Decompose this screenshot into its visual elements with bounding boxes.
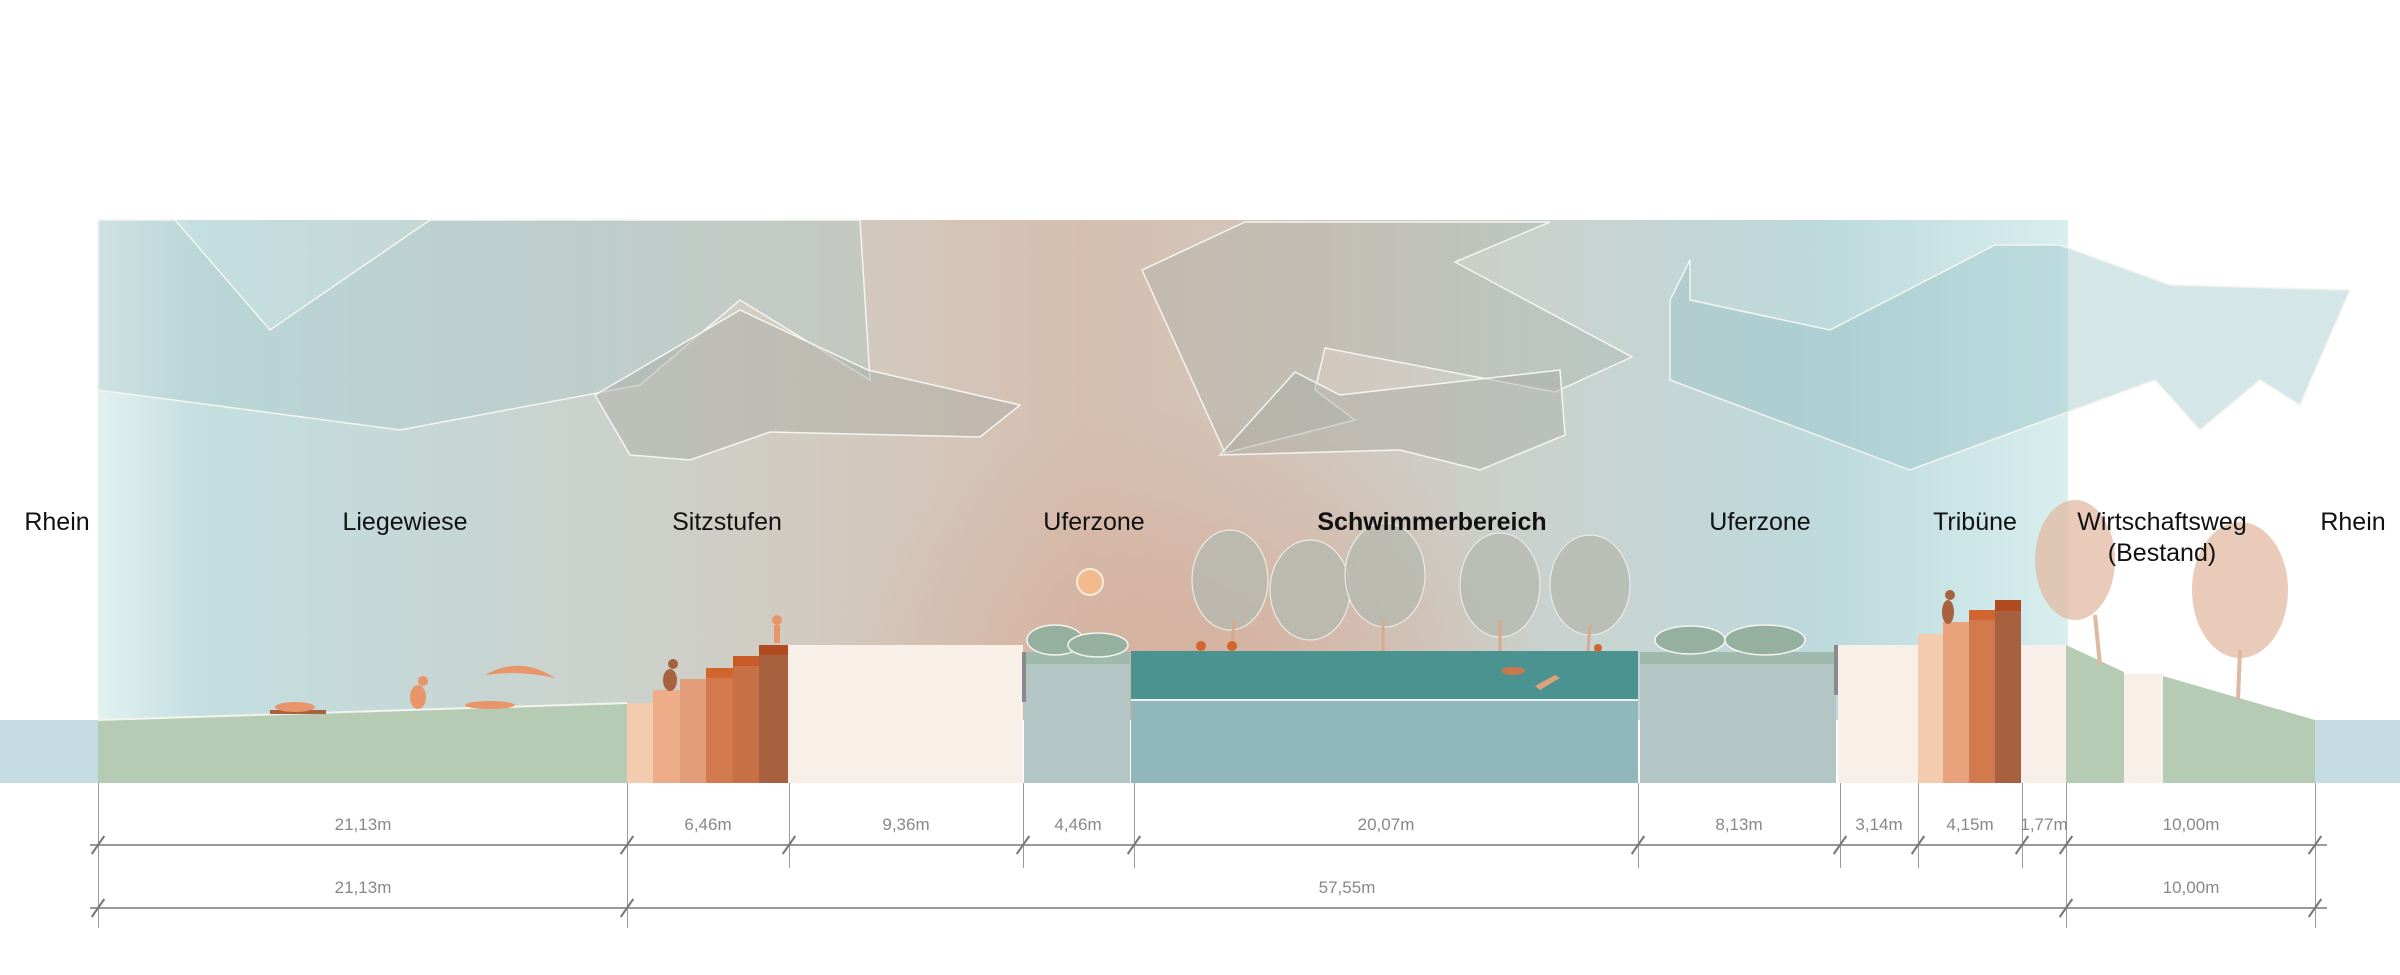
uferzone-right <box>1640 662 1836 783</box>
tribune-step-2 <box>1943 622 1969 783</box>
extension-line <box>789 783 790 868</box>
dimension-line-row1 <box>90 844 2327 846</box>
uferzone-left <box>1024 662 1130 783</box>
dimension-value: 21,13m <box>334 815 392 834</box>
dimension-value: 6,46m <box>684 815 732 834</box>
tribune-step-3 <box>1969 610 1995 783</box>
sitzstufen-step-1 <box>627 703 653 783</box>
zone-label-rhein-right: Rhein <box>2320 508 2386 536</box>
people-figures <box>270 590 1955 714</box>
shrub-group <box>1026 624 1806 658</box>
zone-label-liegewiese: Liegewiese <box>342 508 468 536</box>
liegewiese-meadow <box>98 703 627 783</box>
extension-line <box>1023 783 1024 868</box>
extension-line <box>1918 783 1919 868</box>
extension-line <box>1840 783 1841 868</box>
extension-line <box>1638 783 1639 868</box>
extension-line <box>1134 783 1135 868</box>
extension-line <box>627 783 628 928</box>
peach-trees <box>2035 500 2288 658</box>
dimension-value: 9,36m <box>882 815 930 834</box>
tree-group <box>1191 522 1631 641</box>
zone-label-tribune: Tribüne <box>1933 508 2017 536</box>
terrace-area <box>788 645 1023 783</box>
sitzstufen-step-4 <box>706 668 733 783</box>
pool-water-surface <box>1131 651 1638 700</box>
sitzstufen-step-2 <box>653 690 680 783</box>
wirtschaftsweg-path <box>2124 674 2163 783</box>
cloud-shape <box>593 309 1022 461</box>
rhein-water-left <box>0 720 98 783</box>
rhein-water-right <box>2315 720 2400 783</box>
dimension-total-value: 57,55m <box>1318 878 1376 897</box>
sitzstufen-step-5 <box>733 656 759 783</box>
dimension-value: 20,07m <box>1357 815 1415 834</box>
cloud-shape <box>1669 244 2352 471</box>
zone-label-sitzstufen: Sitzstufen <box>672 508 782 536</box>
zone-label-schwimmerbereich: Schwimmerbereich <box>1317 508 1547 536</box>
sitzstufen-step-3 <box>680 679 706 783</box>
cloud-shape <box>1141 221 1634 454</box>
zone-label-wirtschaftsweg-sub: (Bestand) <box>2107 539 2217 567</box>
tribune-forecourt <box>1838 645 1918 783</box>
extension-line <box>98 783 99 928</box>
extension-line <box>2022 783 2023 868</box>
cloud-shape <box>97 219 871 431</box>
dimension-value: 1,77m <box>2020 815 2068 834</box>
extension-line <box>2315 783 2316 928</box>
sun-icon <box>1076 568 1104 596</box>
tribune-rear <box>2021 645 2066 783</box>
tribune-step-4 <box>1995 600 2021 783</box>
embankment-right <box>2163 676 2315 783</box>
zone-label-uferzone-left: Uferzone <box>1043 508 1145 536</box>
zone-label-uferzone-right: Uferzone <box>1709 508 1811 536</box>
cloud-shape <box>1218 369 1566 471</box>
extension-line <box>2066 783 2067 928</box>
dimension-line-row2 <box>90 907 2327 909</box>
dimension-total-value: 10,00m <box>2162 878 2220 897</box>
embankment-left <box>2066 645 2124 783</box>
zone-label-wirtschaftsweg-title: Wirtschaftsweg <box>2077 508 2247 536</box>
tribune-step-1 <box>1918 634 1943 783</box>
dimension-value: 10,00m <box>2162 815 2220 834</box>
dimension-value: 3,14m <box>1855 815 1903 834</box>
dimension-total-value: 21,13m <box>334 878 392 897</box>
zone-label-wirtschaftsweg: Wirtschaftsweg (Bestand) <box>2077 507 2246 569</box>
pool-depth <box>1131 700 1638 783</box>
dimension-value: 4,46m <box>1054 815 1102 834</box>
sitzstufen-step-6 <box>759 645 788 783</box>
zone-label-rhein-left: Rhein <box>24 508 90 536</box>
dimension-value: 8,13m <box>1715 815 1763 834</box>
dimension-value: 4,15m <box>1946 815 1994 834</box>
